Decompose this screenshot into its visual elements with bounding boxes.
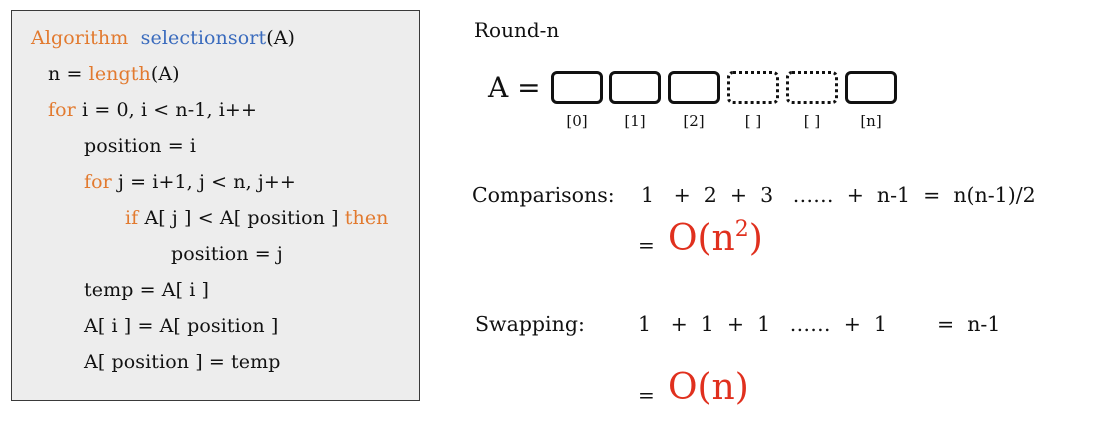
comparisons-complexity: O(n2) — [668, 218, 763, 259]
array-index-label: [2] — [683, 112, 705, 130]
array-cell — [786, 71, 838, 104]
array-cell — [609, 71, 661, 104]
length-call: length — [88, 63, 151, 85]
outer-loop-clause: i = 0, i < n-1, i++ — [75, 99, 257, 121]
algorithm-name: selectionsort — [140, 27, 267, 49]
comparisons-bigo-base: O(n — [668, 218, 735, 259]
algorithm-args: (A) — [266, 27, 296, 49]
swapping-result: = n-1 — [937, 312, 1001, 336]
comparisons-label: Comparisons: — [472, 183, 615, 207]
array-cell — [668, 71, 720, 104]
swapping-expression: 1 + 1 + 1 …… + 1 — [638, 312, 887, 336]
code-line-if: if A[ j ] < A[ position ] then — [125, 207, 389, 229]
if-condition: A[ j ] < A[ position ] — [138, 207, 345, 229]
algorithm-keyword: Algorithm — [31, 27, 129, 49]
array-cell — [845, 71, 897, 104]
code-line-swap-2: A[ position ] = temp — [84, 351, 281, 373]
comparisons-bigo-exponent: 2 — [734, 217, 749, 242]
round-label: Round-n — [474, 18, 560, 42]
pseudocode-panel: Algorithm selectionsort(A) n = length(A)… — [11, 10, 420, 401]
comparisons-equals: = — [638, 233, 655, 257]
code-line-position-init: position = i — [84, 135, 197, 157]
array-index-label: [0] — [566, 112, 588, 130]
array-index-label: [ ] — [803, 112, 821, 130]
length-assign: n = — [48, 63, 89, 85]
swapping-complexity: O(n) — [668, 367, 749, 408]
inner-loop-clause: j = i+1, j < n, j++ — [111, 171, 296, 193]
code-line-temp: temp = A[ i ] — [84, 279, 210, 301]
array-index-label: [1] — [624, 112, 646, 130]
array-index-label: [ ] — [744, 112, 762, 130]
length-args: (A) — [150, 63, 180, 85]
array-cell — [551, 71, 603, 104]
code-line-position-update: position = j — [171, 243, 283, 265]
array-label: A = — [488, 71, 541, 104]
array-cell — [727, 71, 779, 104]
code-line-outer-loop: for i = 0, i < n-1, i++ — [48, 99, 257, 121]
comparisons-bigo-close: ) — [748, 218, 763, 259]
code-line-inner-loop: for j = i+1, j < n, j++ — [84, 171, 296, 193]
code-line-length: n = length(A) — [48, 63, 180, 85]
for-keyword-outer: for — [48, 99, 76, 121]
code-line-swap-1: A[ i ] = A[ position ] — [84, 315, 279, 337]
array-index-label: [n] — [860, 112, 882, 130]
if-keyword: if — [125, 207, 139, 229]
code-line-header: Algorithm selectionsort(A) — [31, 27, 295, 49]
for-keyword-inner: for — [84, 171, 112, 193]
swapping-label: Swapping: — [475, 312, 585, 336]
comparisons-expression: 1 + 2 + 3 …… + n-1 = n(n-1)/2 — [641, 183, 1036, 207]
swapping-equals: = — [638, 383, 655, 407]
then-keyword: then — [344, 207, 389, 229]
